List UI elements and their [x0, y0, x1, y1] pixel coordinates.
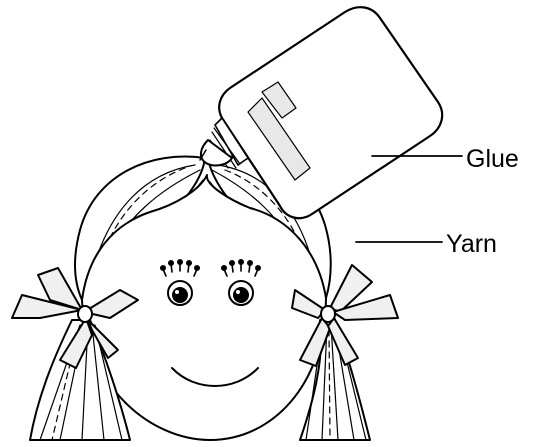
- yarn-label: Yarn: [446, 232, 497, 257]
- glue-label: Glue: [466, 147, 519, 172]
